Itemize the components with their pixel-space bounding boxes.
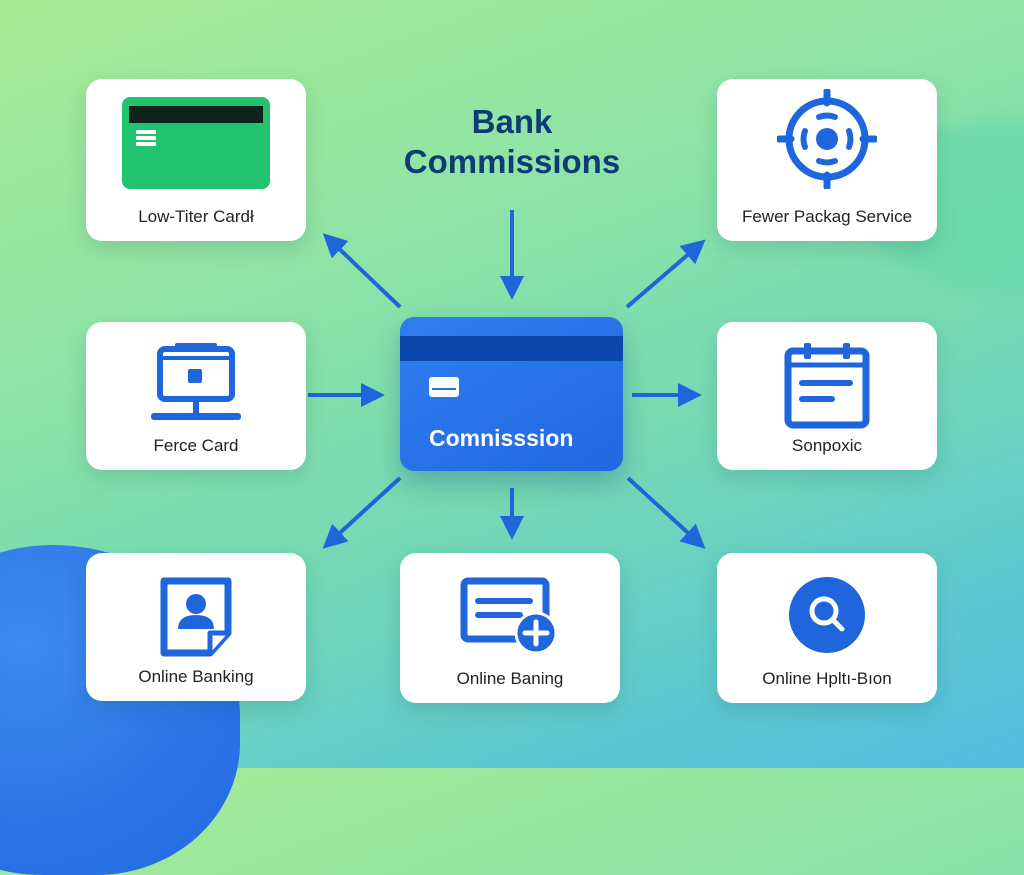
node-label: Sonpoxic (792, 436, 862, 455)
node-label: Online Banking (138, 667, 254, 686)
kiosk-terminal-icon (149, 343, 243, 428)
target-crosshair-icon (777, 89, 877, 189)
node-label: Ferce Card (153, 436, 239, 455)
node-label: Online Hpltı-Bıon (762, 669, 892, 688)
search-circle-icon (787, 573, 867, 657)
node-fewer-package-service[interactable]: Fewer Packag Service (717, 79, 937, 241)
node-fence-card[interactable]: Ferce Card (86, 322, 306, 470)
title-line-1: Bank (471, 103, 553, 140)
center-node-commission-card[interactable]: Comnisssion (400, 317, 623, 471)
node-low-tier-card[interactable]: Low-Titer Cardł (86, 79, 306, 241)
title-line-2: Commissions (403, 143, 621, 180)
arrow-to-bottom-left (322, 476, 402, 549)
center-node-label: Comnisssion (429, 425, 574, 451)
arrow-to-top-left (322, 233, 402, 309)
green-credit-card-icon (122, 97, 270, 189)
credit-card-icon (429, 377, 459, 397)
node-label: Fewer Packag Service (741, 207, 913, 226)
arrow-to-top-right (625, 239, 706, 309)
add-card-icon (460, 575, 560, 659)
magnetic-stripe (400, 336, 623, 361)
calendar-document-icon (784, 343, 870, 429)
diagram-title: Bank Commissions (370, 102, 654, 182)
node-label: Low-Titer Cardł (138, 207, 254, 226)
node-sonpoxic[interactable]: Sonpoxic (717, 322, 937, 470)
node-online-banking[interactable]: Online Banking (86, 553, 306, 701)
node-label: Online Baning (456, 669, 564, 688)
user-profile-document-icon (158, 575, 234, 659)
node-online-help-bion[interactable]: Online Hpltı-Bıon (717, 553, 937, 703)
connector-arrows (308, 210, 706, 549)
arrow-to-bottom-right (626, 476, 706, 549)
node-online-baning[interactable]: Online Baning (400, 553, 620, 703)
